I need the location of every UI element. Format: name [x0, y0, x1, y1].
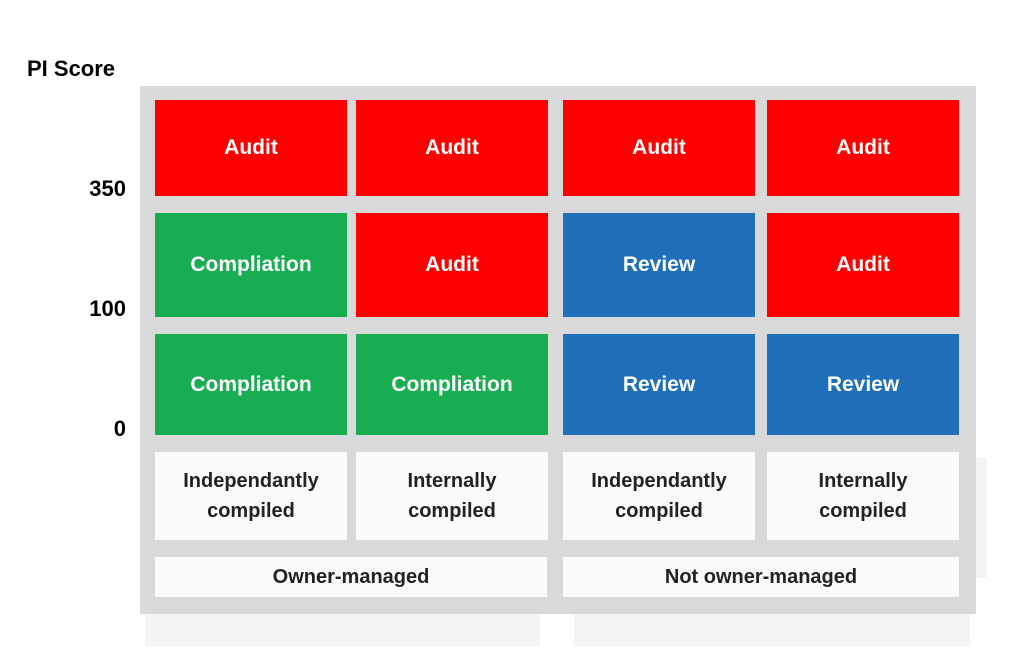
cell-audit-r2c4: Audit	[767, 213, 959, 317]
cell-audit-r1c1: Audit	[155, 100, 347, 196]
cell-review-r2c3: Review	[563, 213, 755, 317]
y-axis-title: PI Score	[27, 56, 116, 81]
y-tick-350: 350	[89, 176, 126, 201]
cell-compliation-r2c1: Compliation	[155, 213, 347, 317]
cell-audit-r1c4: Audit	[767, 100, 959, 196]
cell-review-r3c4: Review	[767, 334, 959, 435]
group-label-owner-managed: Owner-managed	[155, 557, 547, 597]
cell-audit-r1c2: Audit	[356, 100, 548, 196]
group-label-not-owner-managed: Not owner-managed	[563, 557, 959, 597]
y-tick-0: 0	[113, 416, 126, 441]
cell-audit-r1c3: Audit	[563, 100, 755, 196]
cell-audit-r2c2: Audit	[356, 213, 548, 317]
y-tick-100: 100	[89, 296, 126, 321]
cell-compliation-r3c1: Compliation	[155, 334, 347, 435]
cell-review-r3c3: Review	[563, 334, 755, 435]
panel-shadow-right	[574, 612, 970, 646]
cell-compliation-r3c2: Compliation	[356, 334, 548, 435]
panel-shadow-left	[145, 612, 540, 646]
